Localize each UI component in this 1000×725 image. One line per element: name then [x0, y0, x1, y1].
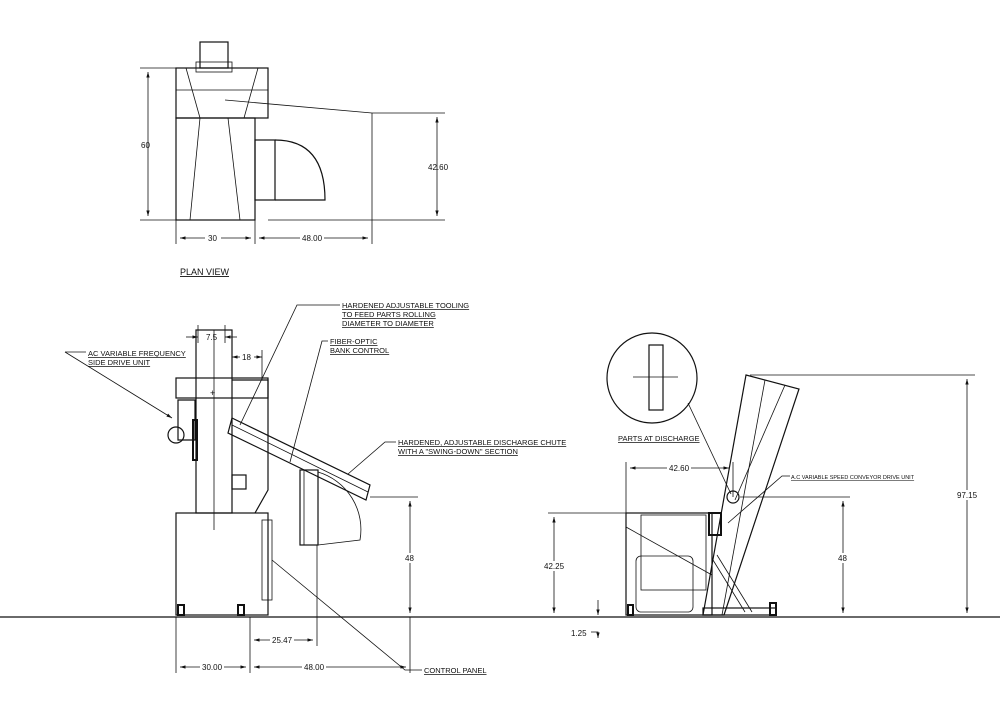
plan-offset-dim: 42.60 — [428, 163, 449, 172]
label-fiber-1: FIBER-OPTIC — [330, 337, 378, 346]
side-top-width-dim: 7.5 — [206, 333, 218, 342]
plan-width-right-dim: 48.00 — [302, 234, 323, 243]
side-discharge-height-dim: 48 — [405, 554, 414, 563]
label-tooling-3: DIAMETER TO DIAMETER — [342, 319, 434, 328]
end-overall-height-dim: 97.15 — [957, 491, 978, 500]
label-fiber-2: BANK CONTROL — [330, 346, 389, 355]
side-hopper-dim: 18 — [242, 353, 251, 362]
label-side-drive-1: AC VARIABLE FREQUENCY — [88, 349, 186, 358]
label-parts-at-discharge: PARTS AT DISCHARGE — [618, 434, 700, 443]
svg-text:+: + — [210, 388, 215, 398]
label-conveyor-drive: A.C VARIABLE SPEED CONVEYOR DRIVE UNIT — [791, 475, 915, 481]
label-side-drive-2: SIDE DRIVE UNIT — [88, 358, 151, 367]
side-chute-reach-dim: 25.47 — [272, 636, 293, 645]
label-chute-2: WITH A "SWING-DOWN" SECTION — [398, 447, 518, 456]
label-chute-1: HARDENED, ADJUSTABLE DISCHARGE CHUTE — [398, 438, 566, 447]
label-control-panel: CONTROL PANEL — [424, 666, 487, 675]
side-view: + 7.5 18 48 — [64, 301, 566, 675]
plan-height-dim: 60 — [141, 141, 150, 150]
end-base-height-dim: 42.25 — [544, 562, 565, 571]
label-tooling-1: HARDENED ADJUSTABLE TOOLING — [342, 301, 469, 310]
end-foot-dim: 1.25 — [571, 629, 587, 638]
plan-width-left-dim: 30 — [208, 234, 217, 243]
end-reach-dim: 42.60 — [669, 464, 690, 473]
end-view: PARTS AT DISCHARGE 42.60 42.25 1.25 48 — [543, 332, 981, 638]
label-tooling-2: TO FEED PARTS ROLLING — [342, 310, 436, 319]
plan-view: 60 42.60 30 48.00 PLAN VIEW — [140, 41, 449, 277]
side-base-width-dim: 30.00 — [202, 663, 223, 672]
plan-view-title: PLAN VIEW — [180, 267, 230, 277]
side-overall-reach-dim: 48.00 — [304, 663, 325, 672]
end-discharge-height-dim: 48 — [838, 554, 847, 563]
